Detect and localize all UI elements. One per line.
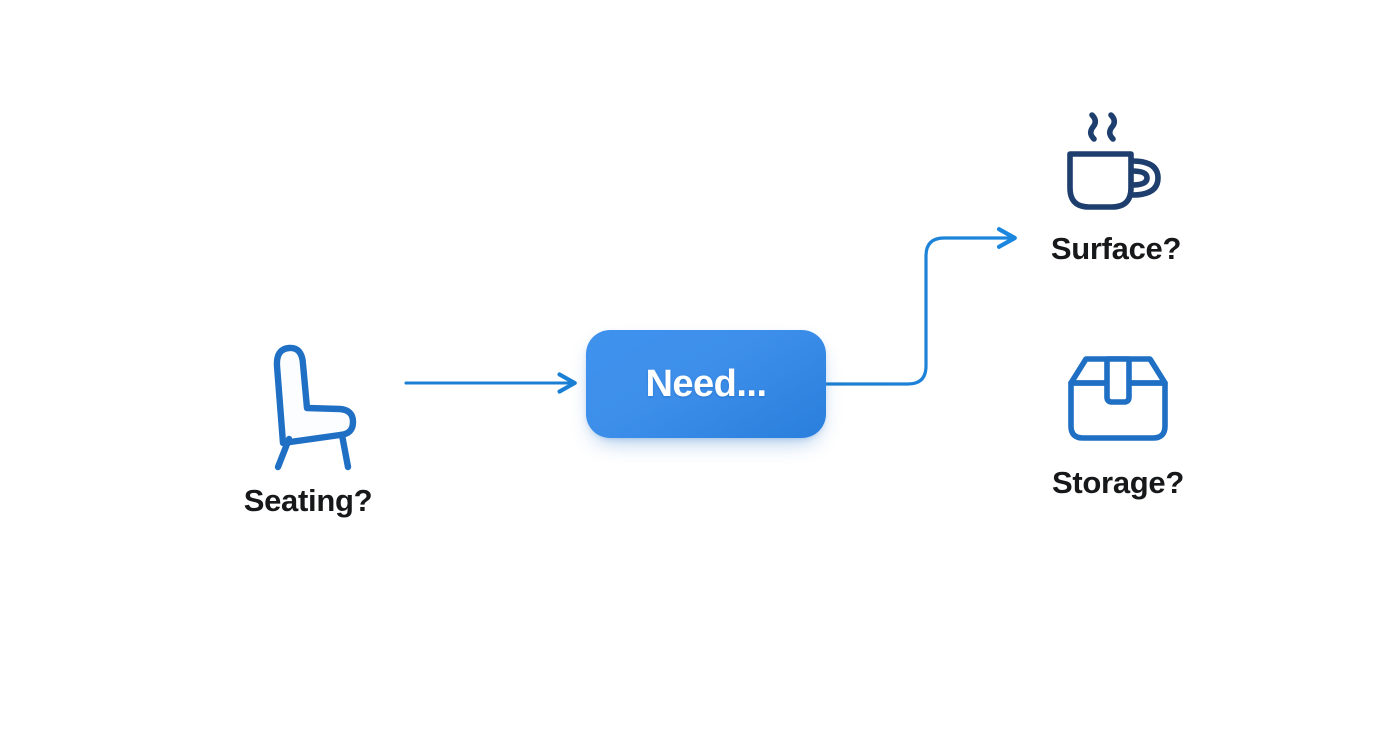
coffee-cup-icon	[1067, 112, 1161, 210]
open-box-icon	[1068, 356, 1168, 441]
node-surface[interactable]: Surface?	[1026, 112, 1206, 282]
chair-icon	[273, 344, 357, 471]
decision-node-need-label: Need...	[645, 362, 767, 405]
node-storage[interactable]: Storage?	[1028, 352, 1208, 537]
node-storage-label: Storage?	[1052, 465, 1184, 500]
open-box-icon-wrap	[1028, 352, 1208, 444]
connector-need-to-surface	[825, 227, 1017, 386]
node-seating[interactable]: Seating?	[218, 336, 398, 536]
chair-icon-wrap	[218, 336, 398, 471]
coffee-cup-icon-wrap	[1026, 112, 1206, 216]
node-seating-label: Seating?	[243, 483, 373, 518]
node-surface-label: Surface?	[1050, 231, 1182, 266]
decision-node-need[interactable]: Need...	[586, 330, 826, 438]
